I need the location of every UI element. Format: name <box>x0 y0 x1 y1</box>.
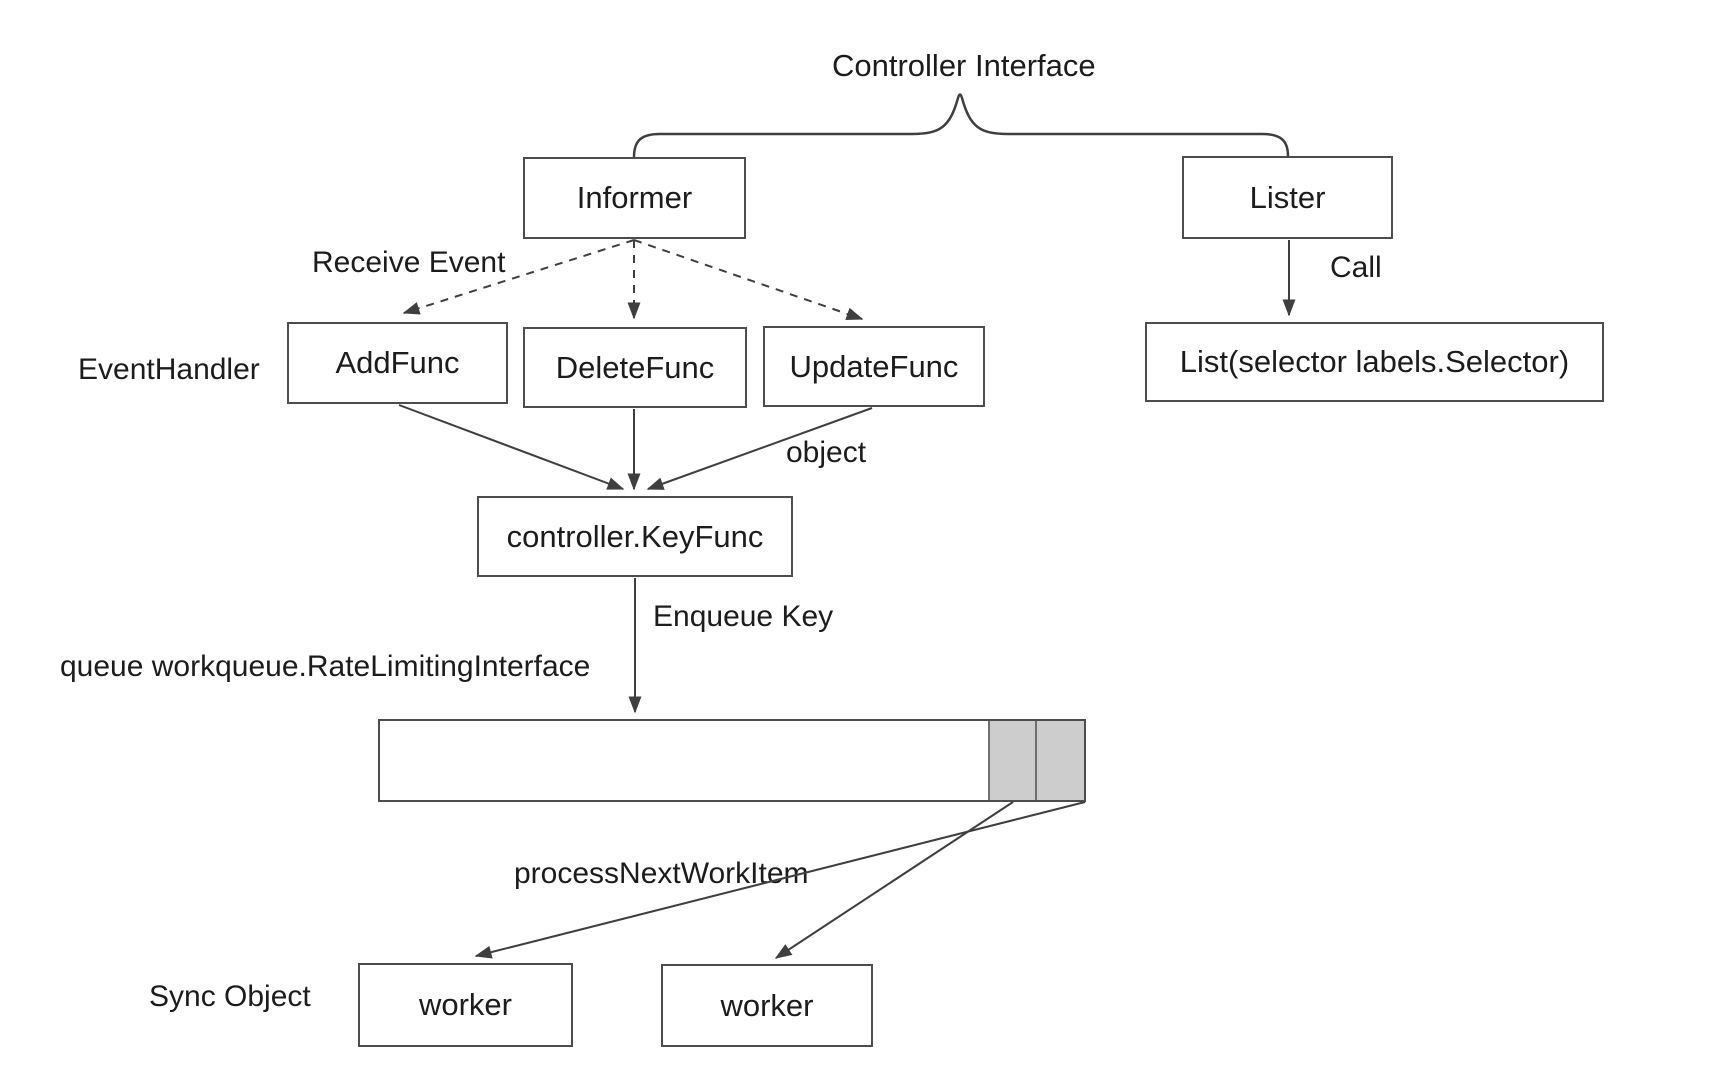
worker-node-1: worker <box>358 963 573 1047</box>
call-label: Call <box>1330 251 1382 284</box>
enqueue-key-label: Enqueue Key <box>653 600 834 633</box>
deletefunc-node: DeleteFunc <box>523 327 747 408</box>
queue-item-cell-1 <box>988 721 1037 800</box>
workqueue-type-label: queue workqueue.RateLimitingInterface <box>60 650 591 683</box>
updatefunc-node: UpdateFunc <box>763 326 985 407</box>
diagram-title: Controller Interface <box>832 48 1096 83</box>
controller-interface-brace <box>632 93 1290 158</box>
eventhandler-label: EventHandler <box>78 353 260 386</box>
lister-node: Lister <box>1182 156 1393 239</box>
object-label: object <box>786 436 867 469</box>
controller-keyfunc-node: controller.KeyFunc <box>477 496 793 577</box>
informer-node: Informer <box>523 157 746 239</box>
list-selector-node: List(selector labels.Selector) <box>1145 322 1604 402</box>
addfunc-node: AddFunc <box>287 322 508 404</box>
receive-event-label: Receive Event <box>312 246 506 279</box>
sync-object-label: Sync Object <box>149 980 311 1013</box>
process-next-workitem-label: processNextWorkItem <box>514 857 809 890</box>
arrow-informer-to-updatefunc <box>633 239 864 321</box>
workqueue-box <box>378 719 1086 802</box>
arrow-queue-to-worker-2 <box>774 801 1014 959</box>
worker-node-2: worker <box>661 964 873 1047</box>
queue-item-cell-2 <box>1035 721 1084 800</box>
arrow-addfunc-to-keyfunc <box>398 404 625 490</box>
